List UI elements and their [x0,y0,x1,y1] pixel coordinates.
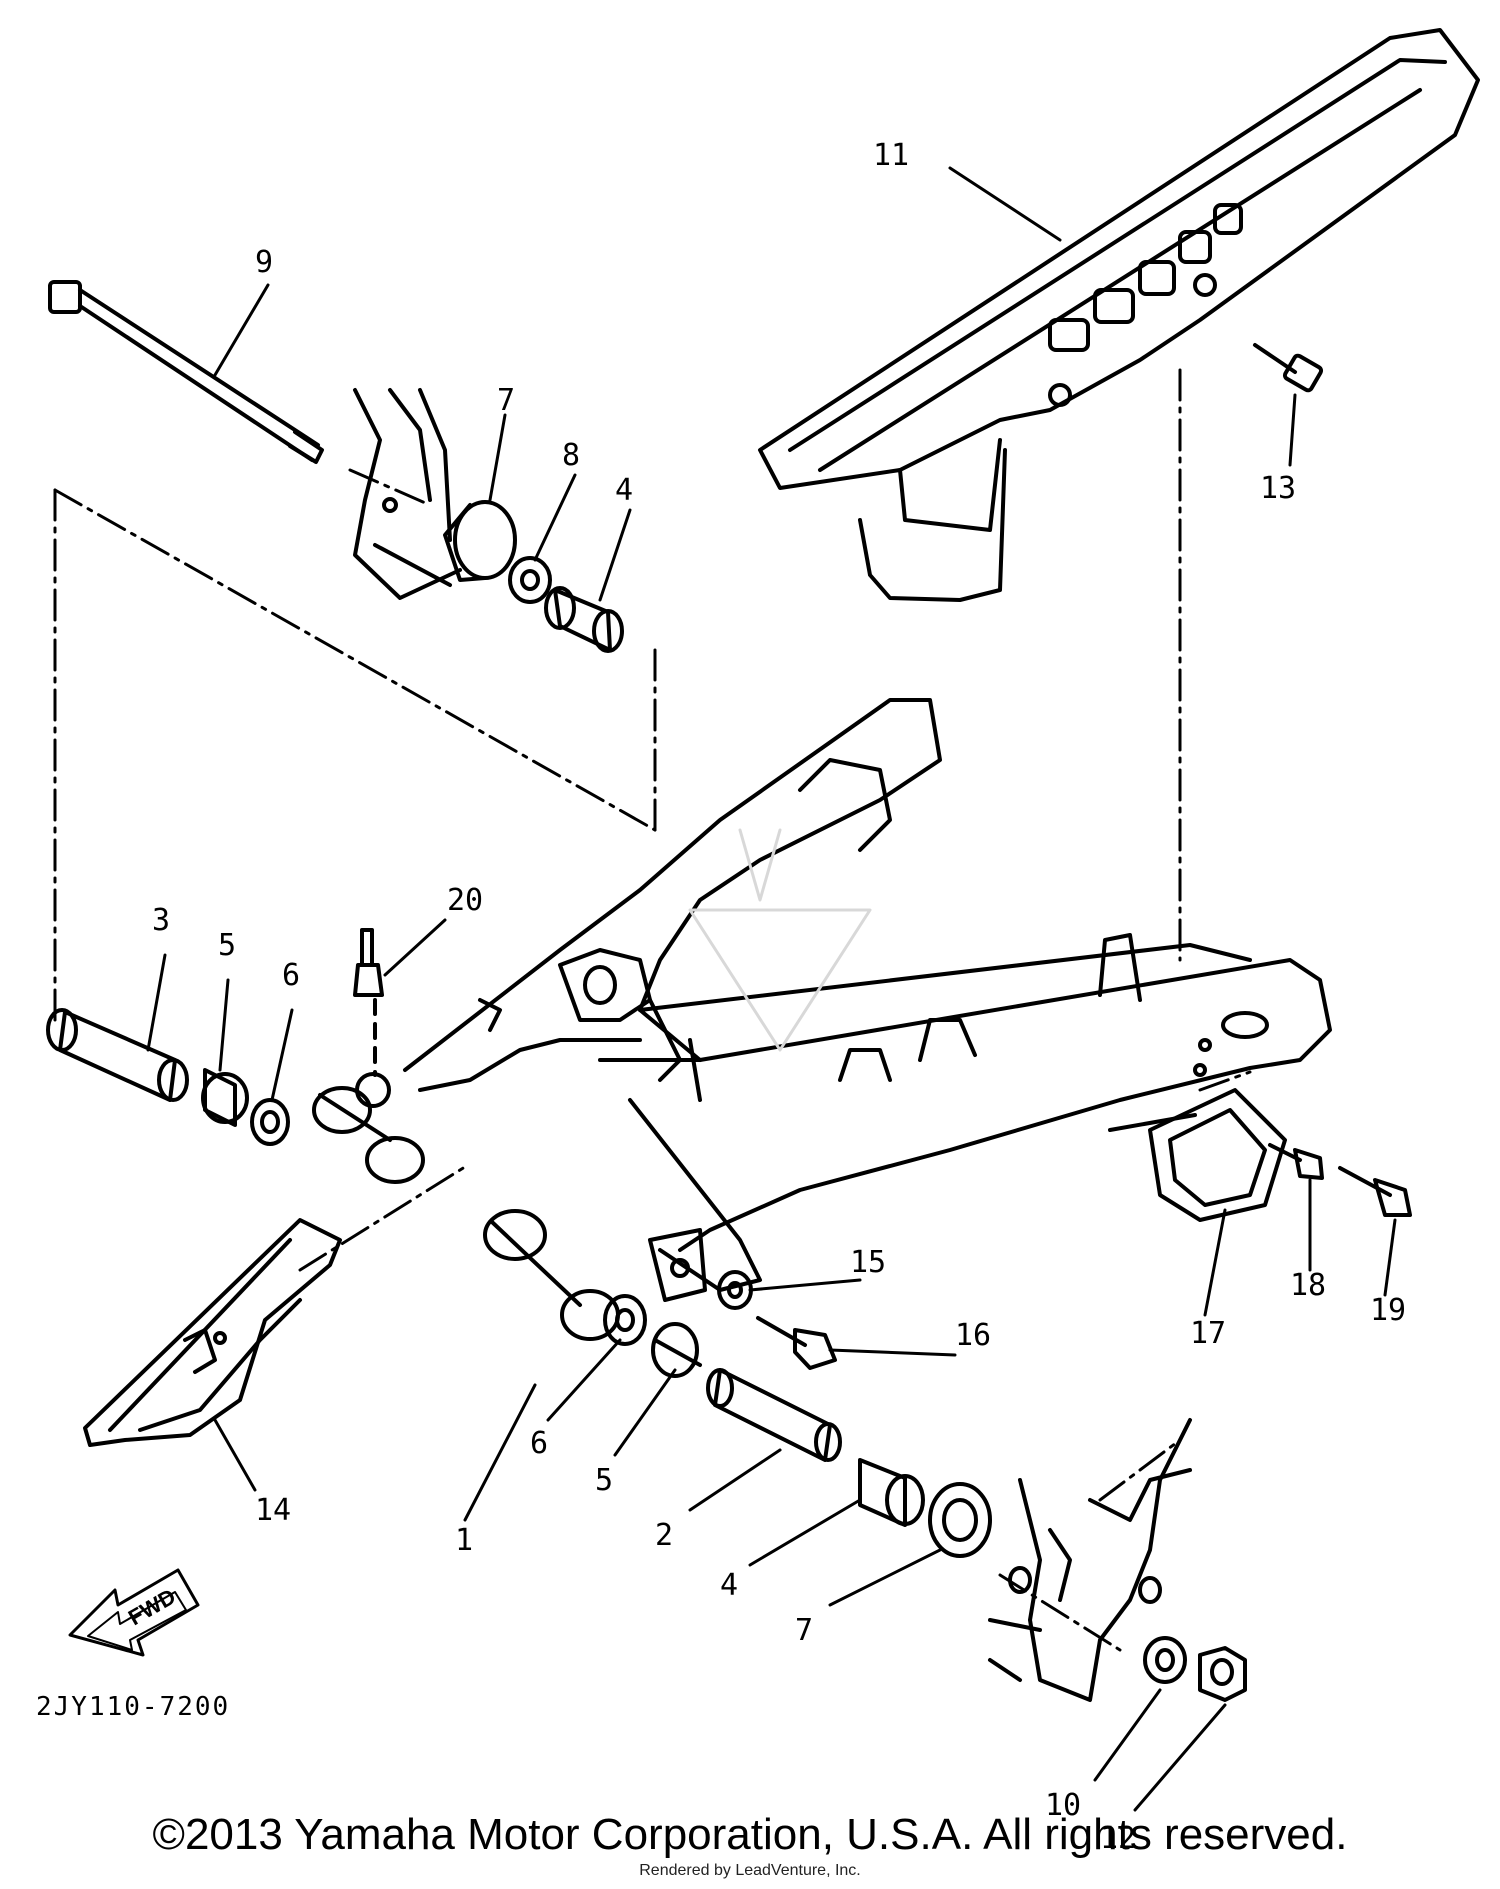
fwd-arrow-icon: FWD [68,1568,200,1657]
bushing-5-lower-part [651,1322,702,1378]
callout-13: 13 [1260,471,1296,506]
pivot-boss-right [483,1209,707,1341]
assembly-lines [53,368,1252,1652]
frame-bracket-upper [353,388,462,600]
watermark-logo [688,828,872,1052]
callout-3: 3 [152,903,170,938]
washer-8-part [508,556,552,604]
fwd-label: FWD [124,1584,180,1631]
collar-3-part [46,1008,189,1102]
pivot-boss-left [312,1086,425,1184]
callout-16: 16 [955,1318,991,1353]
nut-11-part [1198,1646,1247,1702]
callout-4-lower: 4 [720,1568,738,1603]
callout-14: 14 [255,1493,291,1528]
callout-4-upper: 4 [615,473,633,508]
bolt-13-part [1253,343,1324,393]
callout-7-upper: 7 [497,383,515,418]
collar-7-lower-part [928,1482,992,1558]
chain-guard-part [758,28,1480,602]
callout-20: 20 [447,883,483,918]
washer-10-part [1143,1636,1187,1684]
callout-10: 10 [1045,1788,1081,1823]
diagram-code: 2JY110-7200 [36,1692,231,1722]
rendered-by-note: Rendered by LeadVenture, Inc. [639,1862,861,1879]
callout-9: 9 [255,245,273,280]
callout-11: 12 [1100,1821,1136,1856]
bolt-16-part [756,1316,837,1370]
callout-5-upper: 5 [218,928,236,963]
chain-guide-17-part [1148,1088,1287,1222]
chain-slider-14-part [83,1218,342,1447]
bushing-5-upper-part [201,1068,249,1127]
bushing-4-upper-part [544,586,624,653]
bolt-19-part [1338,1166,1412,1217]
callout-17: 17 [1190,1316,1226,1351]
leader-lines [146,166,1397,1812]
callout-8: 8 [562,438,580,473]
copyright-notice: ©2013 Yamaha Motor Corporation, U.S.A. A… [152,1810,1348,1859]
callout-7-lower: 7 [795,1613,813,1648]
swing-arm-part [403,698,1332,1292]
bushing-4-lower-part [858,1458,925,1527]
collar-7-upper-part [443,500,517,582]
callout-labels: 11 9 7 8 4 13 20 3 5 6 15 16 17 18 19 1 … [152,138,1406,1856]
callout-12: 11 [873,138,909,173]
callout-5-lower: 5 [595,1463,613,1498]
callout-19: 19 [1370,1293,1406,1328]
pivot-shaft-part [48,280,324,464]
callout-2: 2 [655,1518,673,1553]
callout-6-upper: 6 [282,958,300,993]
washer-6-upper-part [250,1098,290,1146]
callout-1: 1 [455,1523,473,1558]
bolt-18-part [1268,1143,1324,1180]
washer-6-lower-part [603,1294,647,1346]
grease-nipple-20-part [353,928,391,1108]
callout-15: 15 [850,1245,886,1280]
callout-18: 18 [1290,1268,1326,1303]
callout-6-lower: 6 [530,1426,548,1461]
frame-bracket-lower [988,1418,1192,1702]
collar-2-part [706,1368,842,1462]
